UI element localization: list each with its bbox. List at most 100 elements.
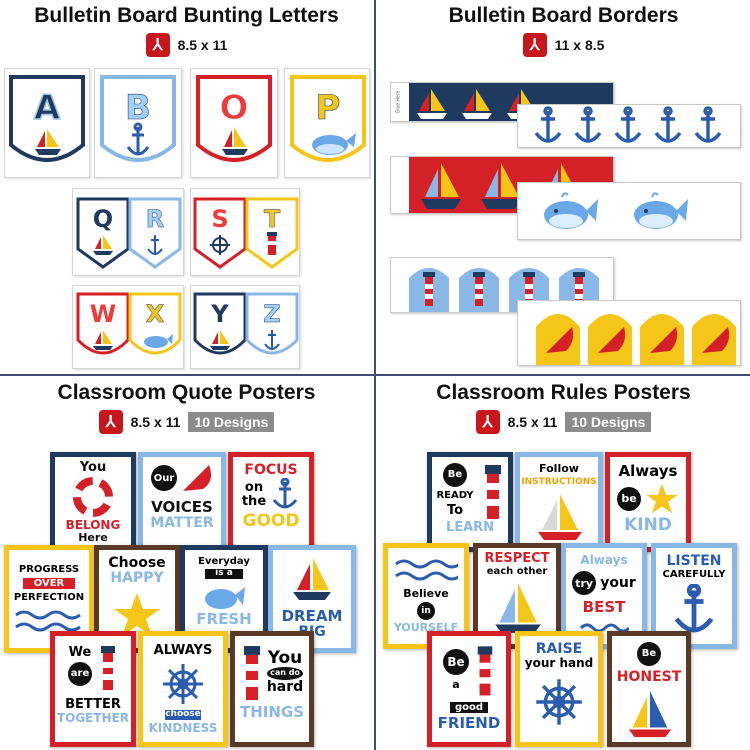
letter-s: S — [211, 205, 228, 233]
pennant-b: B — [100, 75, 176, 162]
anchor-icon — [264, 330, 280, 350]
lighthouse-icon — [473, 272, 485, 306]
rules-meta: ⅄ 8.5 x 11 10 Designs — [377, 410, 750, 434]
poster-honest: Be HONEST — [607, 631, 691, 747]
whale-icon — [312, 133, 356, 155]
lighthouse-icon — [523, 272, 535, 306]
bunting-title: Bulletin Board Bunting Letters — [34, 4, 339, 27]
anchor-icon — [272, 478, 298, 509]
poster-ready: Be READY To LEARN — [427, 452, 513, 552]
waves-icon — [395, 559, 458, 581]
quotes-meta: ⅄ 8.5 x 11 10 Designs — [0, 410, 373, 434]
pennant-o: O — [196, 75, 272, 162]
poster-raise: RAISE your hand — [515, 631, 603, 747]
anchor-icon — [574, 106, 602, 143]
lighthouse-icon — [243, 646, 260, 700]
poster-voices: Our VOICES MATTER — [138, 452, 226, 552]
poster-things: You can do hard THINGS — [230, 631, 314, 747]
pennant-st: S T — [193, 197, 299, 269]
lighthouse-icon — [101, 646, 115, 690]
border-strip-shells — [517, 300, 741, 366]
pdf-icon: ⅄ — [522, 33, 547, 57]
glue-label: Glue Here — [395, 90, 402, 114]
poster-best: Always try your BEST — [561, 543, 647, 649]
poster-together: We are BETTER TOGETHER — [50, 631, 136, 747]
lighthouse-icon — [423, 272, 435, 306]
poster-friend: Be a good FRIEND — [427, 631, 511, 747]
seashell-icon — [546, 327, 574, 353]
sailboat-icon — [93, 235, 113, 255]
sailboat-icon — [538, 493, 582, 540]
letter-z: Z — [263, 300, 280, 328]
anchor-icon — [694, 106, 722, 143]
pennant-p: P — [290, 75, 366, 162]
lighthouse-icon — [267, 232, 277, 255]
border-strip-anchors — [517, 104, 741, 148]
shell-row — [536, 314, 736, 365]
letter-y: Y — [210, 300, 229, 328]
lighthouse-icon — [477, 646, 493, 696]
sailboat-icon — [495, 583, 541, 634]
pdf-icon: ⅄ — [145, 33, 170, 57]
starfish-icon — [114, 592, 160, 636]
sailboat-icon — [481, 163, 521, 209]
seashell-icon — [650, 327, 678, 353]
bunting-letters-panel: Bulletin Board Bunting Letters ⅄ 8.5 x 1… — [0, 0, 373, 373]
borders-panel: Bulletin Board Borders ⅄ 11 x 8.5 Glue H… — [377, 0, 750, 373]
poster-belong: You BELONG Here — [50, 452, 136, 552]
rules-badge: 10 Designs — [565, 412, 652, 432]
pennant-a: A — [9, 75, 85, 162]
ship-wheel-icon — [210, 235, 230, 255]
pdf-icon: ⅄ — [475, 410, 500, 434]
pennant-card-qr: Q R — [72, 188, 184, 276]
letter-p: P — [316, 88, 341, 128]
horizontal-divider — [0, 374, 750, 376]
pdf-icon: ⅄ — [98, 410, 123, 434]
anchor-icon — [147, 235, 163, 255]
whale-icon — [205, 586, 245, 609]
sailboat-icon — [628, 691, 672, 738]
pennant-card-wx: W X — [72, 285, 184, 369]
life-ring-icon — [73, 477, 113, 518]
lighthouse-icon — [573, 272, 585, 306]
borders-meta: ⅄ 11 x 8.5 — [377, 33, 750, 57]
letter-t: T — [264, 205, 281, 233]
sailboat-icon — [210, 330, 230, 350]
whale-icon — [144, 334, 173, 348]
pennant-card-o: O — [190, 68, 278, 178]
anchor-icon — [654, 106, 682, 143]
bunting-size: 8.5 x 11 — [177, 37, 228, 53]
waves-icon — [579, 623, 629, 633]
quotes-badge: 10 Designs — [188, 412, 275, 432]
bunting-meta: ⅄ 8.5 x 11 — [0, 33, 373, 57]
ship-wheel-icon — [163, 664, 203, 705]
poster-focus: FOCUS on the GOOD — [228, 452, 314, 552]
pennant-card-yz: Y Z — [190, 285, 300, 369]
seashell-icon — [702, 327, 730, 353]
poster-kind: Always be KIND — [605, 452, 691, 552]
ship-wheel-icon — [536, 678, 582, 725]
anchor-icon — [126, 122, 150, 156]
quotes-title: Classroom Quote Posters — [57, 381, 316, 404]
seashell-icon — [598, 327, 626, 353]
sailboat-icon — [421, 163, 461, 209]
borders-size: 11 x 8.5 — [554, 37, 605, 53]
quotes-size: 8.5 x 11 — [130, 414, 181, 430]
pennant-yz: Y Z — [193, 292, 299, 355]
letter-w: W — [90, 300, 116, 328]
letter-r: R — [146, 205, 164, 233]
pennant-card-b: B — [94, 68, 182, 178]
pennant-card-p: P — [284, 68, 370, 178]
letter-a: A — [34, 88, 61, 128]
letter-o: O — [220, 88, 249, 128]
quote-posters-panel: Classroom Quote Posters ⅄ 8.5 x 11 10 De… — [0, 377, 373, 750]
starfish-icon — [646, 483, 678, 513]
lighthouse-icon — [484, 465, 501, 519]
letter-b: B — [125, 88, 151, 128]
whale-icon — [634, 192, 688, 229]
poster-instructions: Follow INSTRUCTIONS — [515, 452, 603, 552]
whale-icon — [544, 192, 598, 229]
sailboat-icon — [417, 89, 447, 119]
pennant-card-a: A — [4, 68, 90, 178]
pennant-qr: Q R — [76, 197, 182, 269]
